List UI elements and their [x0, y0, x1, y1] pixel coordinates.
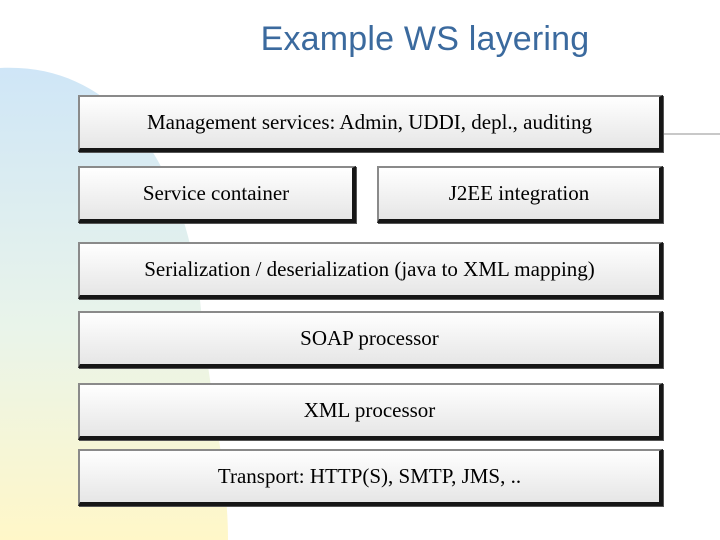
- slide-title: Example WS layering: [260, 20, 590, 58]
- layer-label: SOAP processor: [300, 326, 439, 350]
- layer-management-services: Management services: Admin, UDDI, depl.,…: [78, 95, 663, 152]
- layer-label: Transport: HTTP(S), SMTP, JMS, ..: [217, 464, 522, 488]
- layer-soap-processor: SOAP processor: [78, 311, 663, 368]
- layer-label: XML processor: [303, 398, 436, 422]
- layer-transport: Transport: HTTP(S), SMTP, JMS, ..: [78, 449, 663, 506]
- layer-label: Management services: Admin, UDDI, depl.,…: [147, 110, 592, 134]
- layer-serialization: Serialization / deserialization (java to…: [78, 242, 663, 299]
- layer-label: J2EE integration: [448, 181, 590, 205]
- layer-xml-processor: XML processor: [78, 383, 663, 440]
- layer-service-container: Service container: [78, 166, 356, 223]
- decorative-line: [640, 133, 720, 135]
- layer-j2ee-integration: J2EE integration: [377, 166, 663, 223]
- layer-label: Serialization / deserialization (java to…: [144, 257, 595, 281]
- layer-label: Service container: [142, 181, 290, 205]
